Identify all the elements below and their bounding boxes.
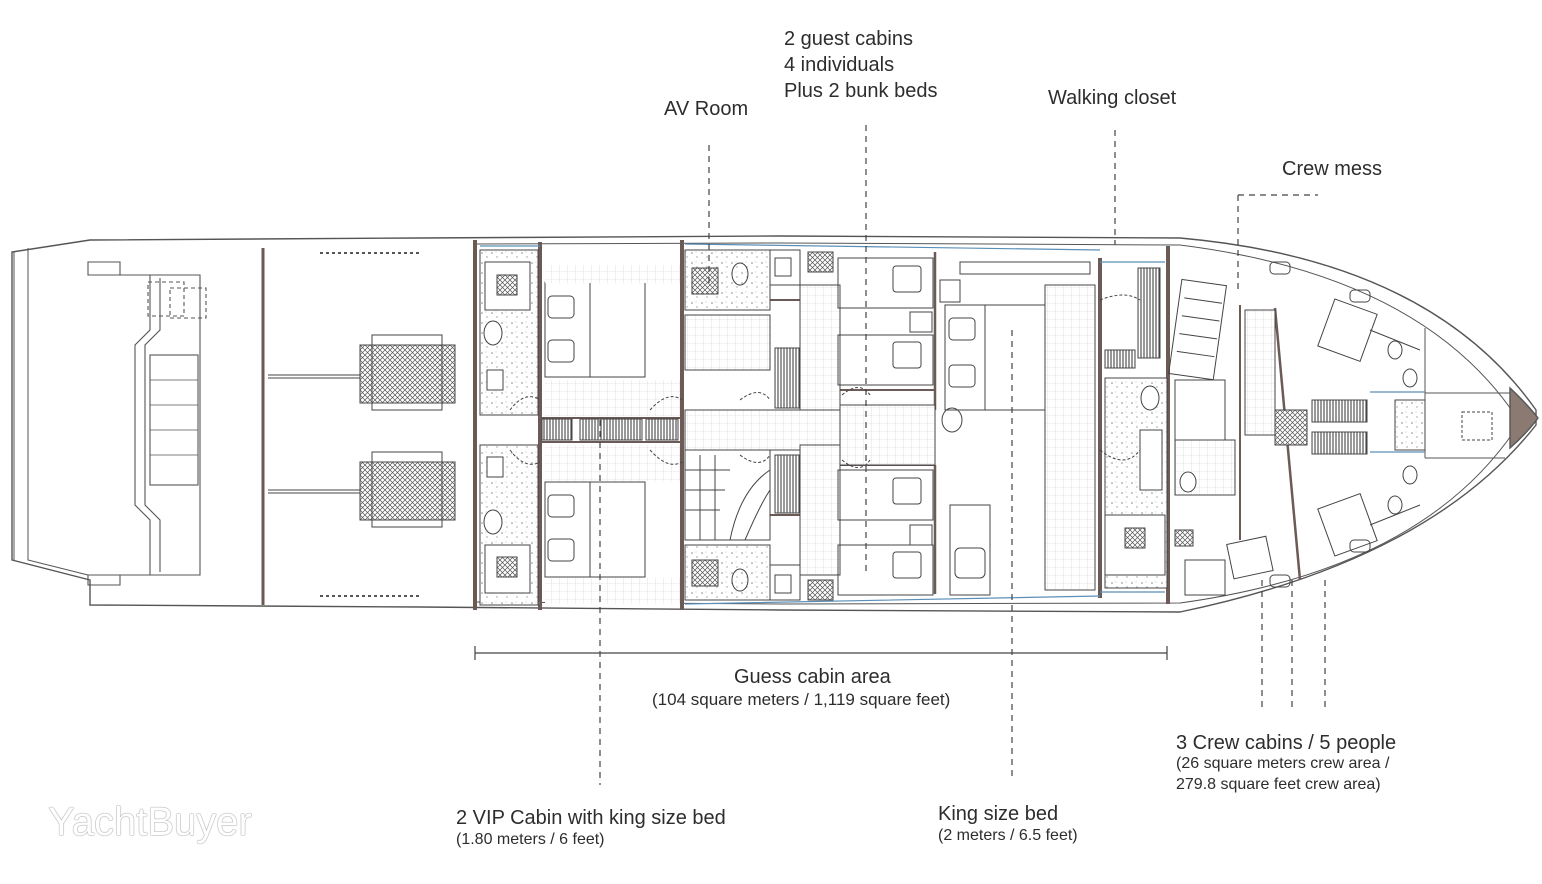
crew-cabins-label: 3 Crew cabins / 5 people (1176, 732, 1397, 754)
guest-cabins-label: 2 guest cabins 4 individuals Plus 2 bunk… (784, 26, 937, 104)
bulkheads (473, 240, 1302, 610)
crew-area (1168, 261, 1493, 596)
king-bed-size: (2 meters / 6.5 feet) (938, 827, 1078, 844)
vip-cabin-label: 2 VIP Cabin with king size bed (456, 807, 726, 829)
guest-cabins (837, 257, 934, 596)
engines (268, 334, 456, 528)
leader-lines (599, 125, 1326, 785)
guest-cabins-line-3: Plus 2 bunk beds (784, 80, 938, 102)
master-cabin (939, 261, 1096, 596)
guess-cabin-area-size: (104 square meters / 1,119 square feet) (652, 690, 951, 709)
vip-cabin-size: (1.80 meters / 6 feet) (456, 831, 605, 848)
yachtbuyer-watermark: YachtBuyer (48, 800, 252, 844)
king-bed-label: King size bed (938, 803, 1059, 825)
dimension-line (474, 646, 1168, 660)
crew-mess-label: Crew mess (1282, 158, 1383, 180)
av-room-label: AV Room (664, 98, 749, 120)
stern-area (87, 248, 420, 605)
guest-cabins-line-1: 2 guest cabins (784, 28, 913, 50)
walking-closet-label: Walking closet (1048, 87, 1177, 109)
central-area (684, 249, 936, 601)
crew-cabins-size-1: (26 square meters crew area / (1176, 755, 1390, 772)
walking-closet (1099, 267, 1168, 589)
guest-cabins-line-2: 4 individuals (784, 54, 895, 76)
crew-cabins-size-2: 279.8 square feet crew area) (1176, 776, 1381, 793)
vip-cabins (479, 249, 683, 606)
guess-cabin-area-label: Guess cabin area (734, 666, 891, 688)
